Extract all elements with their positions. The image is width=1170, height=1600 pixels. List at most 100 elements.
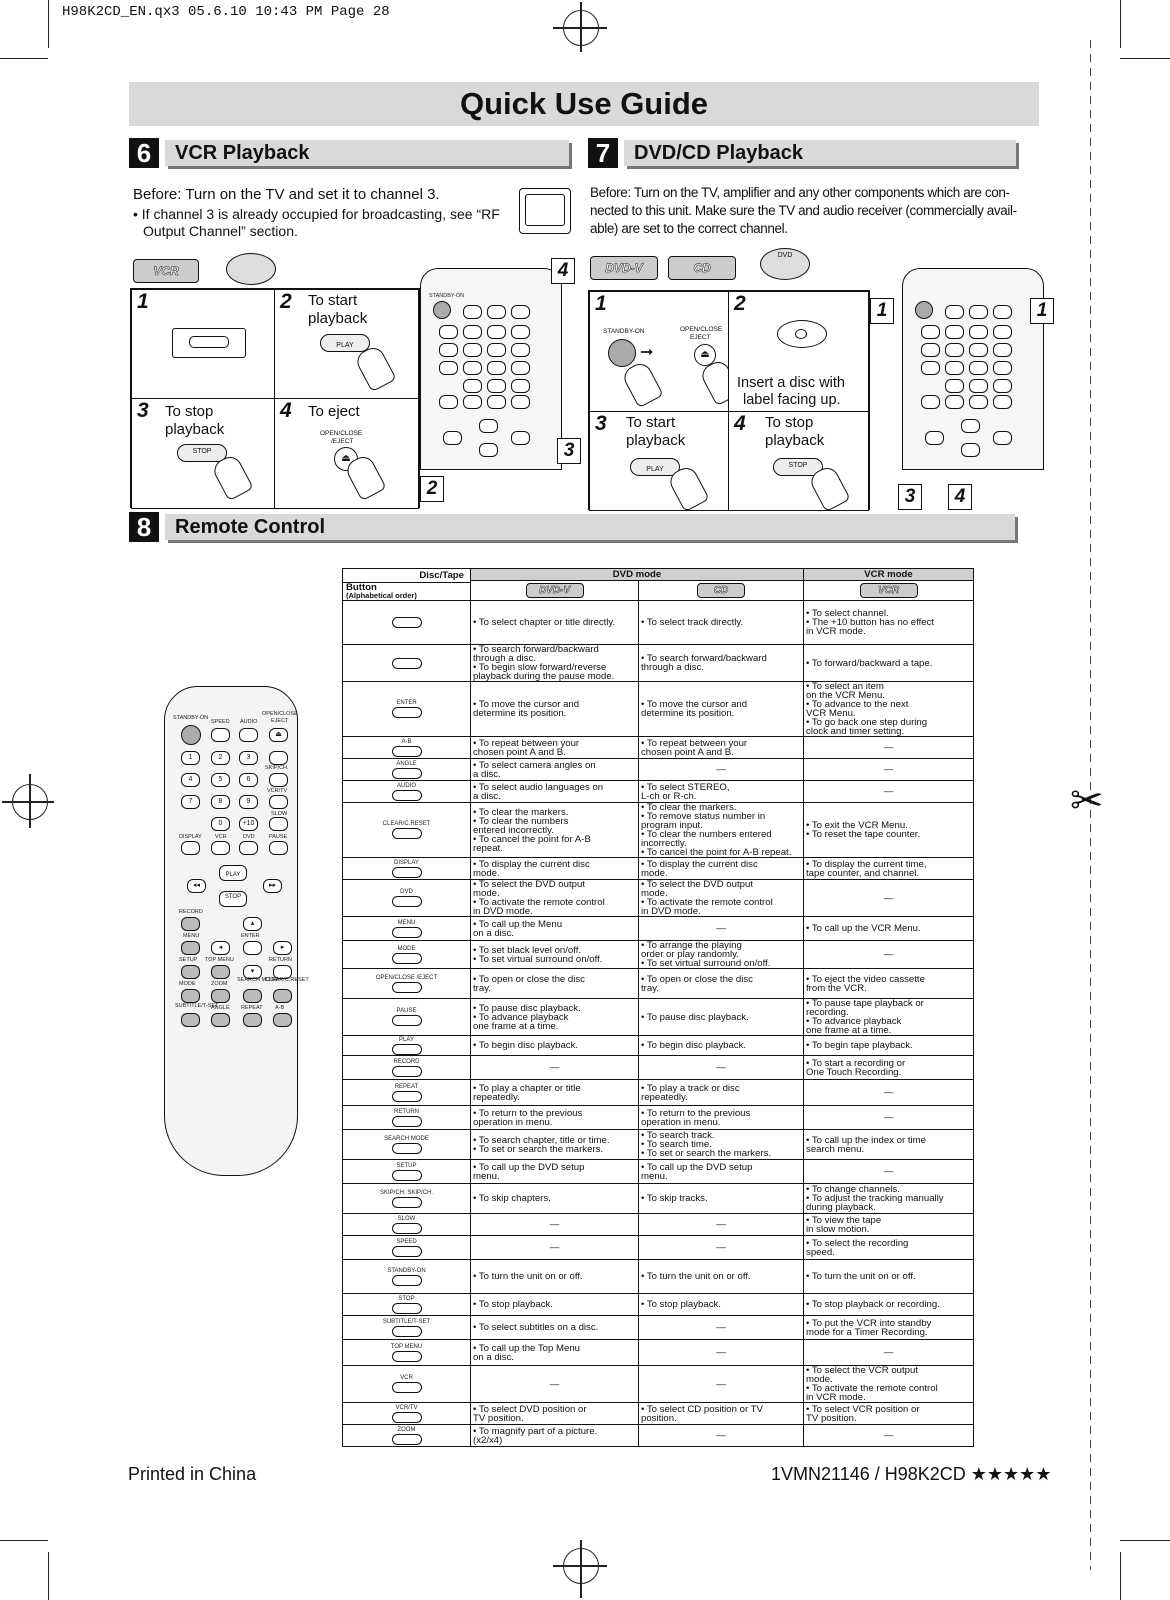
- digit-button[interactable]: 5: [211, 773, 230, 787]
- vcr-cell: —: [803, 1339, 975, 1366]
- standby-button[interactable]: [608, 339, 636, 367]
- up-arrow-button[interactable]: ▴: [243, 917, 262, 931]
- section-title: VCR Playback: [165, 140, 569, 166]
- mode-button[interactable]: [181, 989, 200, 1003]
- arrow-right-icon: ➞: [640, 344, 654, 361]
- remote-label: DISPLAY: [179, 834, 202, 840]
- vcr-step-1: 1: [131, 289, 276, 400]
- dvd-cell: • To select chapter or title directly.: [470, 600, 639, 645]
- stop-button[interactable]: STOP: [219, 891, 247, 907]
- rewind-button[interactable]: ◂◂: [187, 879, 206, 893]
- subtitle-button[interactable]: [181, 1013, 200, 1027]
- table-row: DVD• To select the DVD output mode.• To …: [342, 879, 975, 917]
- a-b-button[interactable]: [273, 1013, 292, 1027]
- remote-button-icon: [391, 981, 422, 993]
- description-line: • To select VCR position or: [806, 1403, 920, 1415]
- display-button[interactable]: [181, 841, 200, 855]
- speed-button[interactable]: [211, 728, 230, 742]
- description-line: • To stop playback.: [641, 1299, 721, 1310]
- table-row: • To search forward/backward through a d…: [342, 644, 975, 682]
- cd-cell: —: [637, 758, 805, 781]
- digit-button[interactable]: 9: [239, 795, 258, 809]
- stop-button[interactable]: STOP: [773, 458, 823, 476]
- digit-button[interactable]: 3: [239, 751, 258, 765]
- button-cell: STOP: [342, 1293, 471, 1316]
- skip-forward-button[interactable]: [269, 751, 288, 765]
- stop-button[interactable]: STOP: [177, 444, 227, 462]
- audio-button[interactable]: [239, 728, 258, 742]
- slow-button[interactable]: [269, 817, 288, 831]
- dvd-v-logo: DVD-V: [590, 256, 658, 280]
- cd-cell: • To select CD position or TV position.: [637, 1402, 805, 1425]
- menu-button[interactable]: [181, 941, 200, 955]
- remote-label: CLEAR/C.RESET: [265, 977, 309, 983]
- dvd-step-4: 4 To stop playback STOP: [728, 411, 869, 513]
- standby-button[interactable]: [181, 725, 201, 745]
- play-button[interactable]: PLAY: [219, 865, 247, 881]
- play-button[interactable]: PLAY: [320, 334, 370, 352]
- digit-button[interactable]: 6: [239, 773, 258, 787]
- remote-label: TOP MENU: [205, 957, 234, 963]
- digit-button[interactable]: 0: [211, 817, 230, 831]
- description-line: from the VCR.: [806, 982, 867, 994]
- clear-button[interactable]: [273, 989, 292, 1003]
- angle-button[interactable]: [211, 1013, 230, 1027]
- table-row: RETURN• To return to the previous operat…: [342, 1105, 975, 1130]
- button-cell: OPEN/CLOSE /EJECT: [342, 968, 471, 999]
- vcr-tv-button[interactable]: [269, 795, 288, 809]
- vcr-cell: • To stop playback or recording.: [803, 1293, 975, 1316]
- description-line: • The +10 button has no effect: [806, 617, 935, 628]
- enter-button[interactable]: [243, 941, 262, 955]
- button-cell: DVD: [342, 879, 471, 917]
- description-line: search menu.: [806, 1143, 865, 1155]
- vcr-cell: • To start a recording or One Touch Reco…: [803, 1055, 975, 1080]
- cd-cell: —: [637, 1339, 805, 1366]
- cd-cell: • To call up the DVD setup menu.: [637, 1159, 805, 1184]
- digit-button[interactable]: 1: [181, 751, 200, 765]
- setup-button[interactable]: [181, 965, 200, 979]
- right-arrow-button[interactable]: ▸: [273, 941, 292, 955]
- remote-button-icon: [391, 952, 422, 964]
- cd-cell: —: [637, 1235, 805, 1260]
- record-button[interactable]: [181, 917, 200, 931]
- vcr-cell: —: [803, 758, 975, 781]
- description-line: • To display the current disc: [641, 858, 758, 870]
- remote-button-icon: [391, 1015, 422, 1026]
- return-button[interactable]: [273, 965, 292, 979]
- pause-button[interactable]: [269, 841, 288, 855]
- callout-number: 1: [1030, 298, 1054, 324]
- digit-button[interactable]: 7: [181, 795, 200, 809]
- dvd-button[interactable]: [239, 841, 258, 855]
- down-arrow-button[interactable]: ▾: [243, 965, 262, 979]
- digit-button[interactable]: 4: [181, 773, 200, 787]
- vcr-cell: —: [803, 1079, 975, 1106]
- skip-back-button[interactable]: [269, 773, 288, 787]
- description-line: repeatedly.: [473, 1091, 520, 1103]
- description-line: entered incorrectly.: [473, 824, 554, 836]
- vcr-note-line1: • If channel 3 is already occupied for b…: [133, 206, 500, 222]
- digit-button[interactable]: 8: [211, 795, 230, 809]
- top-menu-button[interactable]: [211, 965, 230, 979]
- cassette-icon: [226, 253, 276, 285]
- search-mode-button[interactable]: [243, 989, 262, 1003]
- description-line: • To select the DVD output: [641, 879, 753, 890]
- fast-forward-button[interactable]: ▸▸: [263, 879, 282, 893]
- table-header-row: Disc/Tape Button (Alphabetical order) DV…: [342, 567, 975, 601]
- play-button[interactable]: PLAY: [630, 458, 680, 476]
- dvd-cell: —: [470, 1213, 639, 1236]
- eject-button[interactable]: ⏏: [694, 344, 716, 366]
- step-label: To stop: [765, 414, 814, 431]
- zoom-button[interactable]: [211, 989, 230, 1003]
- description-line: • To clear the markers.: [641, 802, 737, 813]
- button-cell: REPEAT: [342, 1079, 471, 1106]
- repeat-button[interactable]: [243, 1013, 262, 1027]
- left-arrow-button[interactable]: ◂: [211, 941, 230, 955]
- vcr-button[interactable]: [211, 841, 230, 855]
- remote-label: AUDIO: [240, 719, 258, 725]
- digit-button[interactable]: 2: [211, 751, 230, 765]
- eject-button[interactable]: ⏏: [269, 728, 288, 742]
- step-number: 3: [595, 412, 607, 435]
- dvd-cell: • To open or close the disc tray.: [470, 968, 639, 999]
- digit-button[interactable]: +10: [239, 817, 258, 831]
- remote-label: VCR/TV: [267, 788, 288, 794]
